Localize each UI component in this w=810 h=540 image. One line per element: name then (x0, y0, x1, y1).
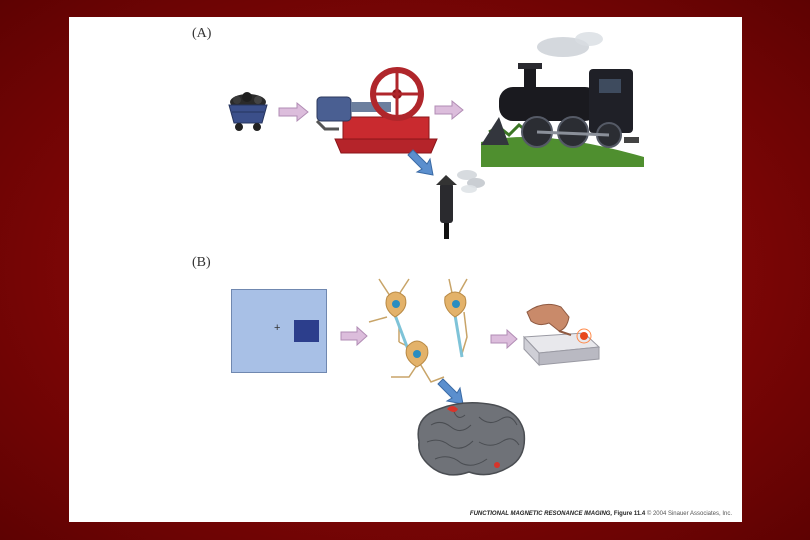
brain-icon (418, 403, 524, 475)
neurons-icon (369, 279, 467, 382)
caption-copyright: © 2004 Sinauer Associates, Inc. (647, 511, 732, 517)
button-press-icon (524, 304, 599, 365)
figure-slide: (A) (69, 17, 742, 522)
output-arrow-icon (438, 379, 463, 404)
flow-arrow-icon (341, 327, 367, 345)
panel-b-illustration (69, 17, 742, 522)
flow-arrow-icon (491, 330, 517, 348)
figure-caption: FUNCTIONAL MAGNETIC RESONANCE IMAGING, F… (470, 511, 732, 517)
caption-title: FUNCTIONAL MAGNETIC RESONANCE IMAGING, (470, 511, 612, 517)
caption-figure-number: Figure 11.4 (614, 511, 645, 517)
